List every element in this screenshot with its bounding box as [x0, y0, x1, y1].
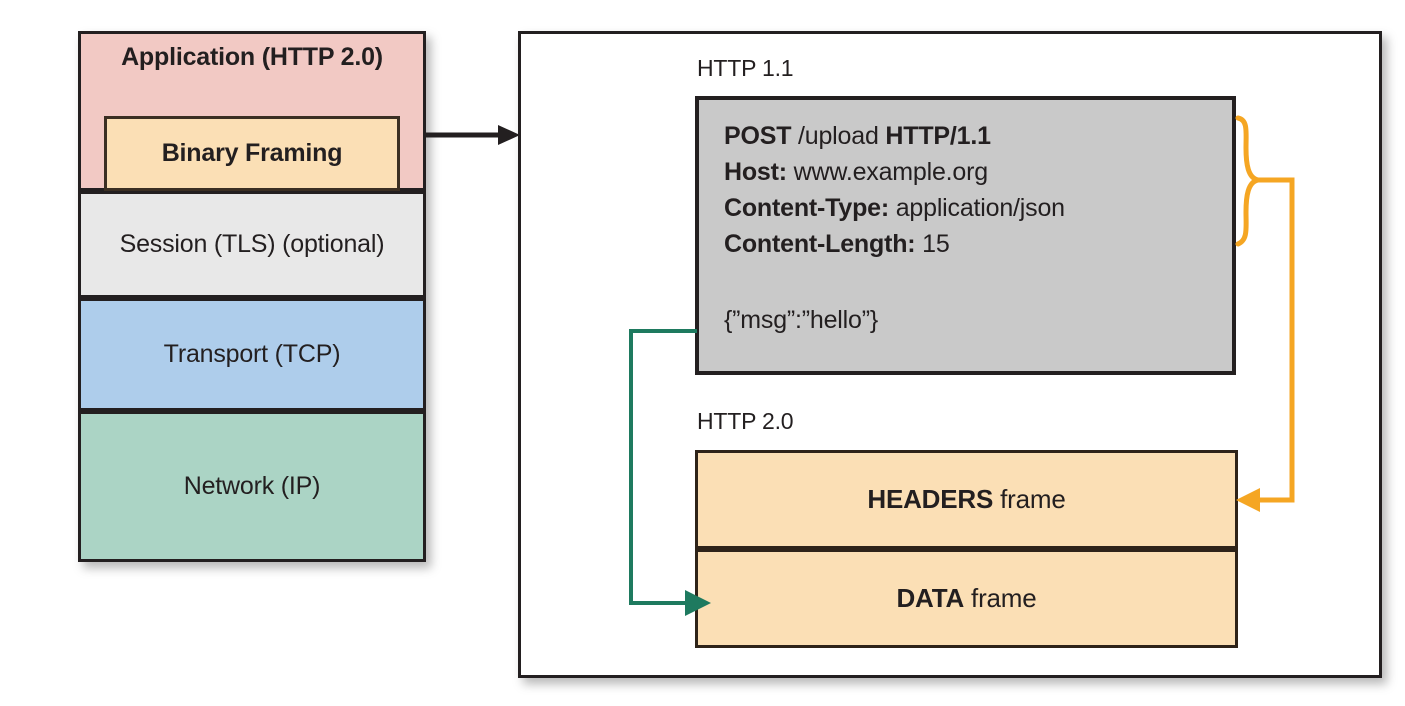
stack-layer-application-label: Application (HTTP 2.0)	[121, 43, 383, 71]
http20-data-frame-label: DATA frame	[896, 583, 1036, 614]
http20-headers-frame-bold: HEADERS	[867, 484, 994, 514]
http20-data-frame-rest: frame	[964, 583, 1037, 613]
http11-message-body: {”msg”:”hello”}	[724, 306, 878, 334]
http11-header-host-name: Host:	[724, 158, 787, 186]
arrow-right-icon	[426, 125, 520, 145]
stack-layer-binary-framing-label: Binary Framing	[161, 139, 343, 167]
http20-headers-frame-label: HEADERS frame	[867, 484, 1065, 515]
http11-header-content-length-name: Content-Length:	[724, 230, 916, 258]
stack-layer-session: Session (TLS) (optional)	[78, 191, 426, 298]
http11-header-content-length-value: 15	[915, 230, 950, 258]
http11-header-content-length: Content-Length: 15	[724, 226, 1232, 262]
http20-headers-frame-rest: frame	[993, 484, 1066, 514]
http20-data-frame-bold: DATA	[896, 583, 965, 613]
http11-caption: HTTP 1.1	[697, 55, 794, 81]
stack-layer-network-label: Network (IP)	[183, 472, 321, 500]
http11-message-box: POST /upload HTTP/1.1 Host: www.example.…	[695, 96, 1236, 375]
stack-layer-transport-label: Transport (TCP)	[163, 340, 341, 368]
http20-headers-frame: HEADERS frame	[695, 450, 1238, 549]
http20-data-frame: DATA frame	[695, 549, 1238, 648]
stack-layer-session-label: Session (TLS) (optional)	[119, 230, 385, 258]
http11-header-host: Host: www.example.org	[724, 154, 1232, 190]
http11-header-content-type-value: application/json	[888, 194, 1065, 222]
http11-header-host-value: www.example.org	[786, 158, 989, 186]
http11-header-content-type: Content-Type: application/json	[724, 190, 1232, 226]
protocol-stack: Application (HTTP 2.0) Binary Framing Se…	[78, 31, 426, 562]
http11-request-method: POST	[724, 122, 792, 150]
http20-caption: HTTP 2.0	[697, 408, 794, 434]
stack-layer-network: Network (IP)	[78, 411, 426, 562]
http20-frames-group: HEADERS frame DATA frame	[695, 450, 1238, 648]
http11-request-version: HTTP/1.1	[885, 122, 991, 150]
http11-request-path: /upload	[791, 122, 886, 150]
stack-layer-binary-framing: Binary Framing	[104, 116, 400, 191]
http11-header-content-type-name: Content-Type:	[724, 194, 889, 222]
stack-layer-transport: Transport (TCP)	[78, 298, 426, 411]
http11-request-line: POST /upload HTTP/1.1	[724, 118, 1232, 154]
